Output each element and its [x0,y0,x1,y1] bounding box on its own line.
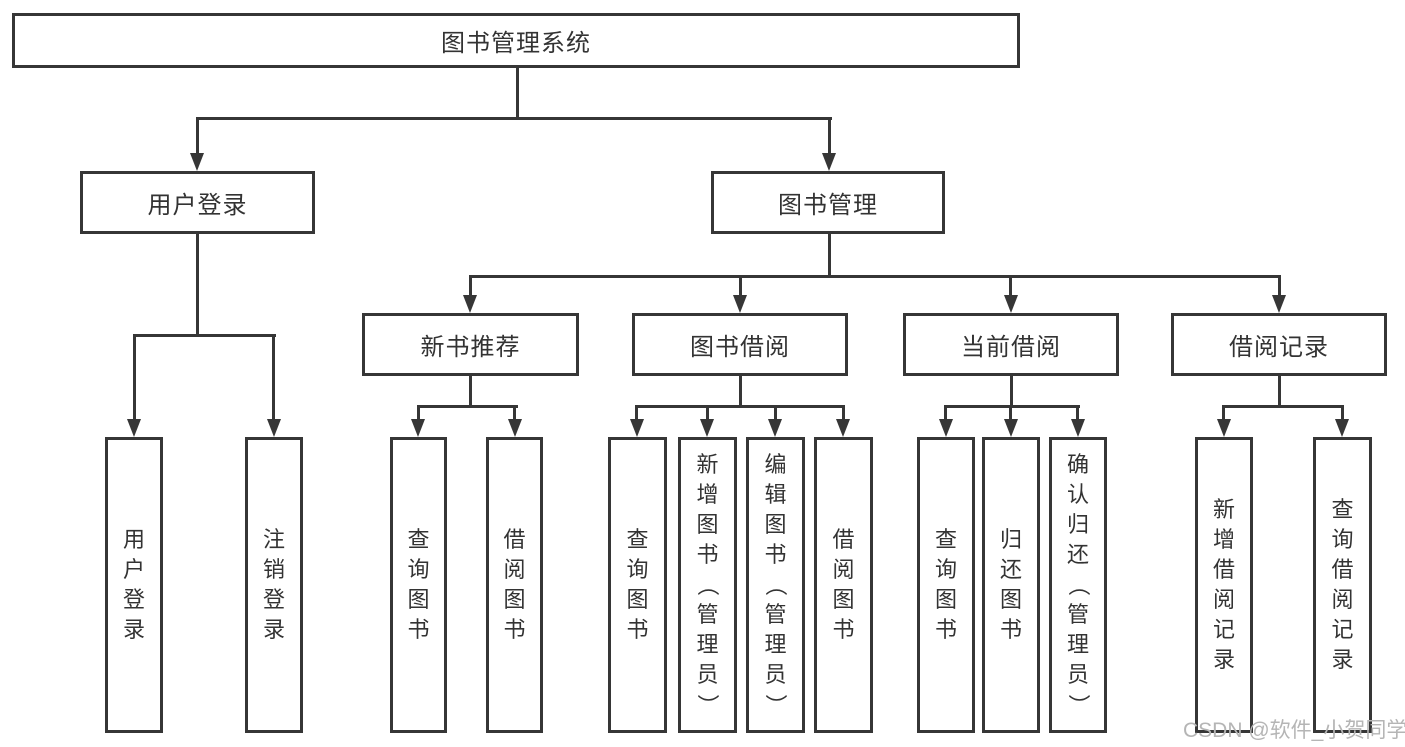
csdn-watermark: CSDN @软件_小贺同学 [1183,719,1405,742]
node-rec-query-books-label: 查询图书 [407,527,430,642]
node-user-login: 用户登录 [80,171,315,234]
connector-line [196,117,199,155]
node-leaf-user-login: 用户登录 [105,437,163,733]
connector-line [636,405,845,408]
node-cb-return-books: 归还图书 [982,437,1040,733]
arrowhead-down [508,419,522,437]
connector-line [1009,405,1012,423]
arrowhead-down [733,295,747,313]
connector-line [469,275,1281,278]
node-book-mgmt-label: 图书管理 [778,192,878,219]
connector-line [1278,375,1281,407]
connector-line [196,234,199,336]
node-rec-borrow-books: 借阅图书 [486,437,543,733]
connector-line [944,405,947,423]
node-rec-borrow-books-label: 借阅图书 [503,527,526,642]
connector-line [417,405,420,423]
node-br-add-record: 新增借阅记录 [1195,437,1253,733]
node-bb-edit-books-label: 编辑图书（管理员） [763,452,789,717]
connector-line [1222,405,1225,423]
node-br-query-record-label: 查询借阅记录 [1331,497,1354,672]
node-cb-confirm-return: 确认归还（管理员） [1049,437,1107,733]
node-leaf-logout: 注销登录 [245,437,303,733]
node-bb-add-books-label: 新增图书（管理员） [695,452,721,717]
node-bb-query-books: 查询图书 [608,437,667,733]
node-leaf-user-login-label: 用户登录 [122,527,145,642]
arrowhead-down [1004,295,1018,313]
node-user-login-label: 用户登录 [147,192,248,219]
node-book-mgmt: 图书管理 [711,171,945,234]
node-borrow-records: 借阅记录 [1171,313,1387,376]
node-cb-return-books-label: 归还图书 [999,527,1022,642]
connector-line [1076,405,1079,423]
connector-line [513,405,516,423]
node-br-query-record: 查询借阅记录 [1313,437,1372,733]
node-root-label: 图书管理系统 [441,30,591,57]
node-new-book-rec: 新书推荐 [362,313,579,376]
connector-line [635,405,638,423]
connector-line [706,405,709,423]
connector-line [1278,275,1281,301]
connector-line [945,405,1080,408]
connector-line [133,334,276,337]
node-current-borrow-label: 当前借阅 [961,334,1061,361]
arrowhead-down [1071,419,1085,437]
arrowhead-down [939,419,953,437]
node-bb-edit-books: 编辑图书（管理员） [746,437,805,733]
arrowhead-down [1272,295,1286,313]
connector-line [828,234,831,277]
arrowhead-down [127,419,141,437]
arrowhead-down [267,419,281,437]
node-book-borrow: 图书借阅 [632,313,848,376]
arrowhead-down [822,153,836,171]
connector-line [828,117,831,155]
arrowhead-down [190,153,204,171]
arrowhead-down [1004,419,1018,437]
arrowhead-down [768,419,782,437]
connector-line [739,375,742,407]
node-bb-borrow-books: 借阅图书 [814,437,873,733]
connector-line [774,405,777,423]
arrowhead-down [411,419,425,437]
arrowhead-down [1217,419,1231,437]
connector-line [516,68,519,119]
connector-line [1009,275,1012,301]
node-cb-query-books: 查询图书 [917,437,975,733]
node-root: 图书管理系统 [12,13,1020,68]
node-cb-query-books-label: 查询图书 [934,527,957,642]
node-borrow-records-label: 借阅记录 [1229,334,1329,361]
connector-line [469,275,472,301]
node-bb-query-books-label: 查询图书 [626,527,649,642]
node-bb-borrow-books-label: 借阅图书 [832,527,855,642]
node-new-book-rec-label: 新书推荐 [420,334,521,361]
arrowhead-down [1335,419,1349,437]
connector-line [1341,405,1344,423]
arrowhead-down [463,295,477,313]
node-book-borrow-label: 图书借阅 [690,334,790,361]
connector-line [272,334,275,422]
node-cb-confirm-return-label: 确认归还（管理员） [1065,452,1091,717]
connector-line [417,405,518,408]
connector-line [1010,375,1013,407]
node-rec-query-books: 查询图书 [390,437,447,733]
arrowhead-down [700,419,714,437]
connector-line [1223,405,1344,408]
node-current-borrow: 当前借阅 [903,313,1119,376]
connector-line [842,405,845,423]
connector-line [469,375,472,407]
node-br-add-record-label: 新增借阅记录 [1212,497,1235,672]
connector-line [739,275,742,301]
node-leaf-logout-label: 注销登录 [262,527,285,642]
node-bb-add-books: 新增图书（管理员） [678,437,737,733]
connector-line [133,334,136,422]
arrowhead-down [630,419,644,437]
arrowhead-down [836,419,850,437]
connector-line [196,117,832,120]
